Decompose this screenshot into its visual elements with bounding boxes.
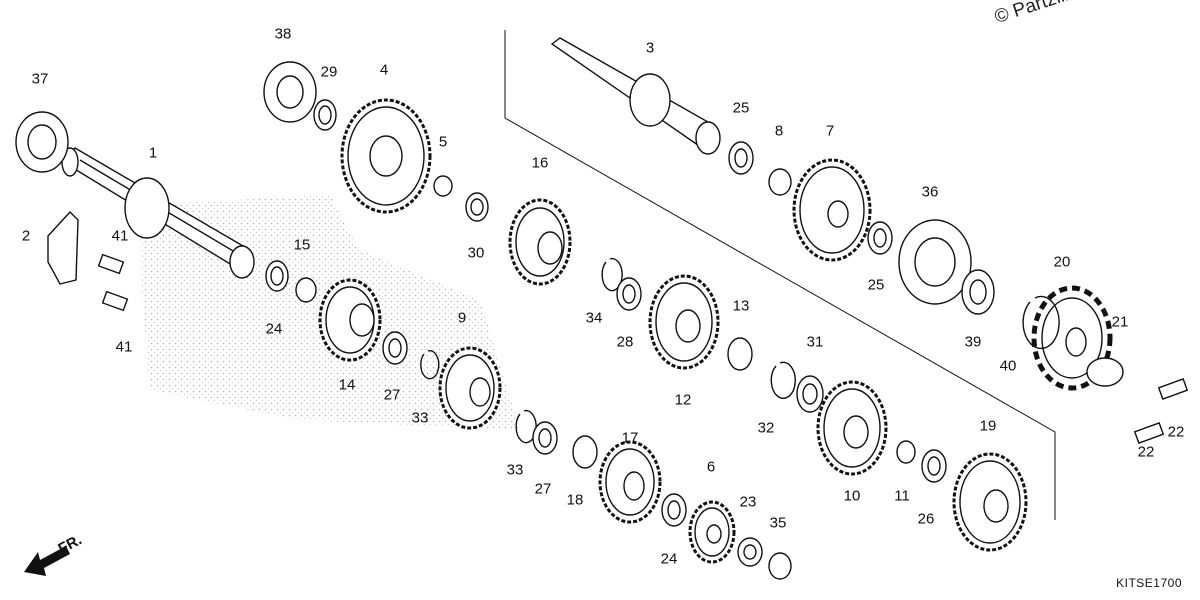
part-label: 25: [867, 276, 885, 294]
part-label: 30: [467, 244, 485, 262]
part-label: 7: [825, 122, 835, 140]
part-label: 39: [964, 333, 982, 351]
diagram-code: KITSE1700: [1116, 576, 1182, 590]
part-label: 5: [438, 133, 448, 151]
gear-12: [648, 274, 720, 370]
part-label: 40: [999, 357, 1017, 375]
part-label: 25: [732, 99, 750, 117]
part-label: 15: [293, 236, 311, 254]
part-label: 29: [320, 63, 338, 81]
bearing-38: [263, 61, 317, 123]
part-label: 17: [621, 429, 639, 447]
gear-6: [688, 500, 736, 564]
part-label: 26: [917, 510, 935, 528]
part-label: 24: [660, 550, 678, 568]
fr-arrow: [24, 546, 70, 576]
mainshaft: [58, 147, 255, 279]
part-label: 8: [774, 122, 784, 140]
part-label: 37: [31, 70, 49, 88]
part-label: 35: [769, 514, 787, 532]
countershaft: [550, 37, 721, 155]
gear-16: [508, 198, 572, 286]
bearing-36: [898, 219, 972, 305]
part-label: 9: [457, 309, 467, 327]
part-label: 41: [111, 227, 129, 245]
part-label: 36: [921, 183, 939, 201]
part-label: 22: [1167, 423, 1185, 441]
part-label: 18: [566, 491, 584, 509]
gear-10: [816, 380, 888, 476]
part-label: 41: [115, 338, 133, 356]
part-label: 34: [585, 309, 603, 327]
part-label: 4: [379, 61, 389, 79]
part-label: 12: [674, 391, 692, 409]
part-label: 31: [806, 333, 824, 351]
part-label: 32: [757, 419, 775, 437]
part-label: 3: [645, 39, 655, 57]
part-label: 27: [534, 480, 552, 498]
part-label: 10: [843, 487, 861, 505]
gear-14: [318, 278, 382, 362]
part-label: 28: [616, 333, 634, 351]
part-label: 6: [706, 458, 716, 476]
gear-17: [598, 440, 662, 524]
part-label: 24: [265, 320, 283, 338]
part-label: 16: [531, 154, 549, 172]
part-label: 21: [1111, 313, 1129, 331]
part-label: 38: [274, 25, 292, 43]
gear-4: [340, 98, 432, 214]
part-label: 23: [739, 493, 757, 511]
gear-7: [792, 158, 872, 262]
part-label: 11: [894, 487, 910, 505]
part-label: 14: [338, 376, 356, 394]
part-label: 22: [1137, 443, 1155, 461]
bearing-37: [15, 111, 69, 173]
part-label: 20: [1053, 253, 1071, 271]
part-label: 27: [383, 386, 401, 404]
part-label: 33: [411, 409, 429, 427]
part-label: 2: [21, 227, 31, 245]
small-parts: [47, 99, 1189, 580]
part-label: 1: [148, 144, 158, 162]
part-label: 33: [506, 461, 524, 479]
countershaft-frame: [504, 30, 1056, 520]
gear-9: [438, 346, 502, 430]
gear-19: [952, 452, 1028, 552]
part-label: 19: [979, 417, 997, 435]
part-label: 13: [732, 297, 750, 315]
